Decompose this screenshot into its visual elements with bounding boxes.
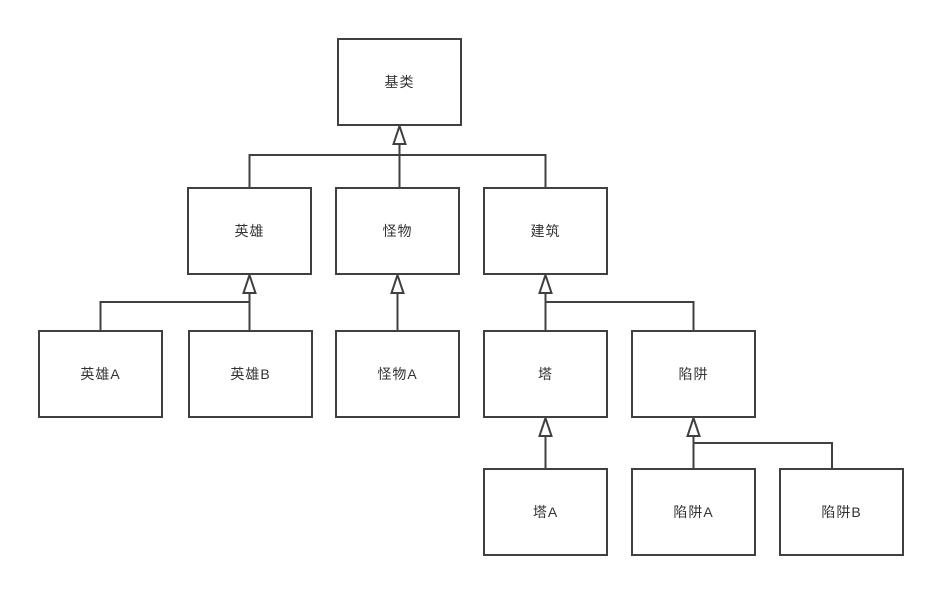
inheritance-edge-hero-base	[248, 143, 401, 187]
class-node-label-trap: 陷阱	[678, 366, 709, 382]
class-node-label-trapA: 陷阱A	[673, 504, 714, 520]
class-node-label-monsterA: 怪物A	[377, 366, 418, 382]
class-node-towerA: 塔A	[483, 468, 608, 556]
class-node-heroB: 英雄B	[188, 330, 313, 418]
inheritance-edge-building-base	[398, 143, 547, 187]
inheritance-arrow-icon-monster	[390, 271, 405, 294]
class-node-label-towerA: 塔A	[532, 504, 559, 520]
class-node-trap: 陷阱	[631, 330, 756, 418]
class-node-tower: 塔	[483, 330, 608, 418]
class-node-label-building: 建筑	[530, 223, 561, 239]
class-node-label-hero: 英雄	[234, 223, 265, 239]
class-node-trapA: 陷阱A	[631, 468, 756, 556]
class-node-label-tower: 塔	[538, 366, 553, 382]
inheritance-arrow-icon-hero	[242, 271, 257, 294]
inheritance-arrow-icon-tower	[538, 414, 553, 437]
class-node-label-trapB: 陷阱B	[821, 504, 862, 520]
class-node-building: 建筑	[483, 187, 608, 275]
class-node-trapB: 陷阱B	[779, 468, 904, 556]
class-node-label-heroB: 英雄B	[230, 366, 271, 382]
inheritance-edge-heroA-hero	[99, 292, 251, 330]
inheritance-edge-trapB-trap	[692, 435, 833, 468]
inheritance-arrow-icon-trap	[686, 414, 701, 437]
class-node-label-monster: 怪物	[382, 223, 413, 239]
class-node-hero: 英雄	[187, 187, 312, 275]
class-node-label-heroA: 英雄A	[80, 366, 121, 382]
class-node-monster: 怪物	[335, 187, 460, 275]
inheritance-arrow-icon-base	[392, 122, 407, 145]
class-node-label-base: 基类	[384, 74, 415, 90]
inheritance-arrow-icon-building	[538, 271, 553, 294]
class-node-heroA: 英雄A	[38, 330, 163, 418]
class-node-base: 基类	[337, 38, 462, 126]
inheritance-edge-trap-building	[544, 292, 695, 330]
class-node-monsterA: 怪物A	[335, 330, 460, 418]
